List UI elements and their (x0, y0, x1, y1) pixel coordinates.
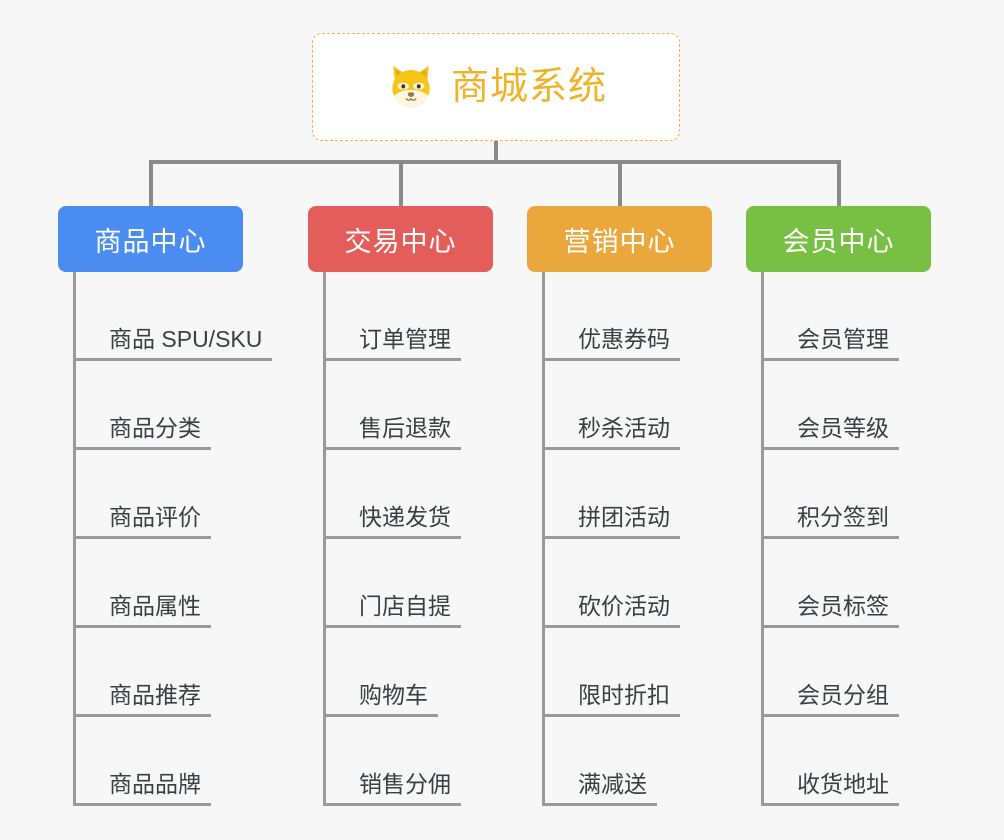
leaf-item[interactable]: 商品 SPU/SKU (73, 272, 273, 361)
leaf-spine (73, 272, 76, 806)
leaf-item[interactable]: 销售分佣 (323, 717, 461, 806)
leaf-item[interactable]: 会员管理 (761, 272, 899, 361)
root-node-card[interactable]: 商城系统 (312, 33, 680, 141)
leaf-item[interactable]: 商品分类 (73, 361, 211, 450)
branch-node-product-center[interactable]: 商品中心 (58, 206, 243, 272)
leaf-item-label: 商品 SPU/SKU (73, 326, 273, 361)
leaf-spine (542, 272, 545, 806)
leaf-item[interactable]: 订单管理 (323, 272, 461, 361)
branch-label: 商品中心 (94, 226, 207, 257)
leaf-item[interactable]: 快递发货 (323, 450, 461, 539)
leaf-item[interactable]: 限时折扣 (542, 628, 680, 717)
leaf-item-label: 限时折扣 (542, 682, 680, 717)
leaf-item-label: 商品属性 (73, 593, 211, 628)
leaf-item[interactable]: 商品属性 (73, 539, 211, 628)
connector-drop-member-center (836, 160, 841, 206)
leaf-item-label: 拼团活动 (542, 504, 680, 539)
leaf-item[interactable]: 积分签到 (761, 450, 899, 539)
leaf-item[interactable]: 商品推荐 (73, 628, 211, 717)
leaf-item-label: 会员标签 (761, 593, 899, 628)
leaf-spine (323, 272, 326, 806)
leaf-item[interactable]: 会员等级 (761, 361, 899, 450)
leaf-item-label: 售后退款 (323, 415, 461, 450)
branch-label: 会员中心 (782, 226, 895, 257)
leaf-spine (761, 272, 764, 806)
leaf-item-label: 收货地址 (761, 771, 899, 806)
connector-bus (148, 160, 841, 164)
leaf-item-label: 快递发货 (323, 504, 461, 539)
shiba-dog-face-icon (385, 61, 437, 113)
leaf-item[interactable]: 商品评价 (73, 450, 211, 539)
leaf-item[interactable]: 门店自提 (323, 539, 461, 628)
connector-drop-marketing-center (617, 160, 622, 206)
leaf-item[interactable]: 拼团活动 (542, 450, 680, 539)
leaf-item[interactable]: 售后退款 (323, 361, 461, 450)
leaf-item[interactable]: 满减送 (542, 717, 657, 806)
leaf-item-label: 商品分类 (73, 415, 211, 450)
connector-drop-product-center (148, 160, 153, 206)
connector-root-stem (494, 141, 498, 164)
root-title: 商城系统 (450, 66, 607, 108)
leaf-item[interactable]: 优惠券码 (542, 272, 680, 361)
leaf-item[interactable]: 收货地址 (761, 717, 899, 806)
leaf-item-label: 砍价活动 (542, 593, 680, 628)
leaf-item-label: 会员分组 (761, 682, 899, 717)
leaf-item-label: 积分签到 (761, 504, 899, 539)
leaf-item[interactable]: 砍价活动 (542, 539, 680, 628)
connector-drop-trade-center (398, 160, 403, 206)
leaf-item-label: 商品推荐 (73, 682, 211, 717)
leaf-item[interactable]: 秒杀活动 (542, 361, 680, 450)
leaf-item-label: 会员等级 (761, 415, 899, 450)
branch-node-marketing-center[interactable]: 营销中心 (527, 206, 712, 272)
leaf-item[interactable]: 购物车 (323, 628, 438, 717)
leaf-item-label: 会员管理 (761, 326, 899, 361)
leaf-item-label: 商品评价 (73, 504, 211, 539)
leaf-item-label: 秒杀活动 (542, 415, 680, 450)
branch-label: 交易中心 (344, 226, 457, 257)
leaf-item-label: 订单管理 (323, 326, 461, 361)
leaf-item[interactable]: 会员标签 (761, 539, 899, 628)
leaf-item-label: 商品品牌 (73, 771, 211, 806)
leaf-item-label: 销售分佣 (323, 771, 461, 806)
leaf-item[interactable]: 商品品牌 (73, 717, 211, 806)
branch-label: 营销中心 (563, 226, 676, 257)
branch-node-member-center[interactable]: 会员中心 (746, 206, 931, 272)
leaf-item-label: 优惠券码 (542, 326, 680, 361)
leaf-item-label: 购物车 (323, 682, 438, 717)
leaf-item-label: 满减送 (542, 771, 657, 806)
leaf-item[interactable]: 会员分组 (761, 628, 899, 717)
leaf-item-label: 门店自提 (323, 593, 461, 628)
branch-node-trade-center[interactable]: 交易中心 (308, 206, 493, 272)
